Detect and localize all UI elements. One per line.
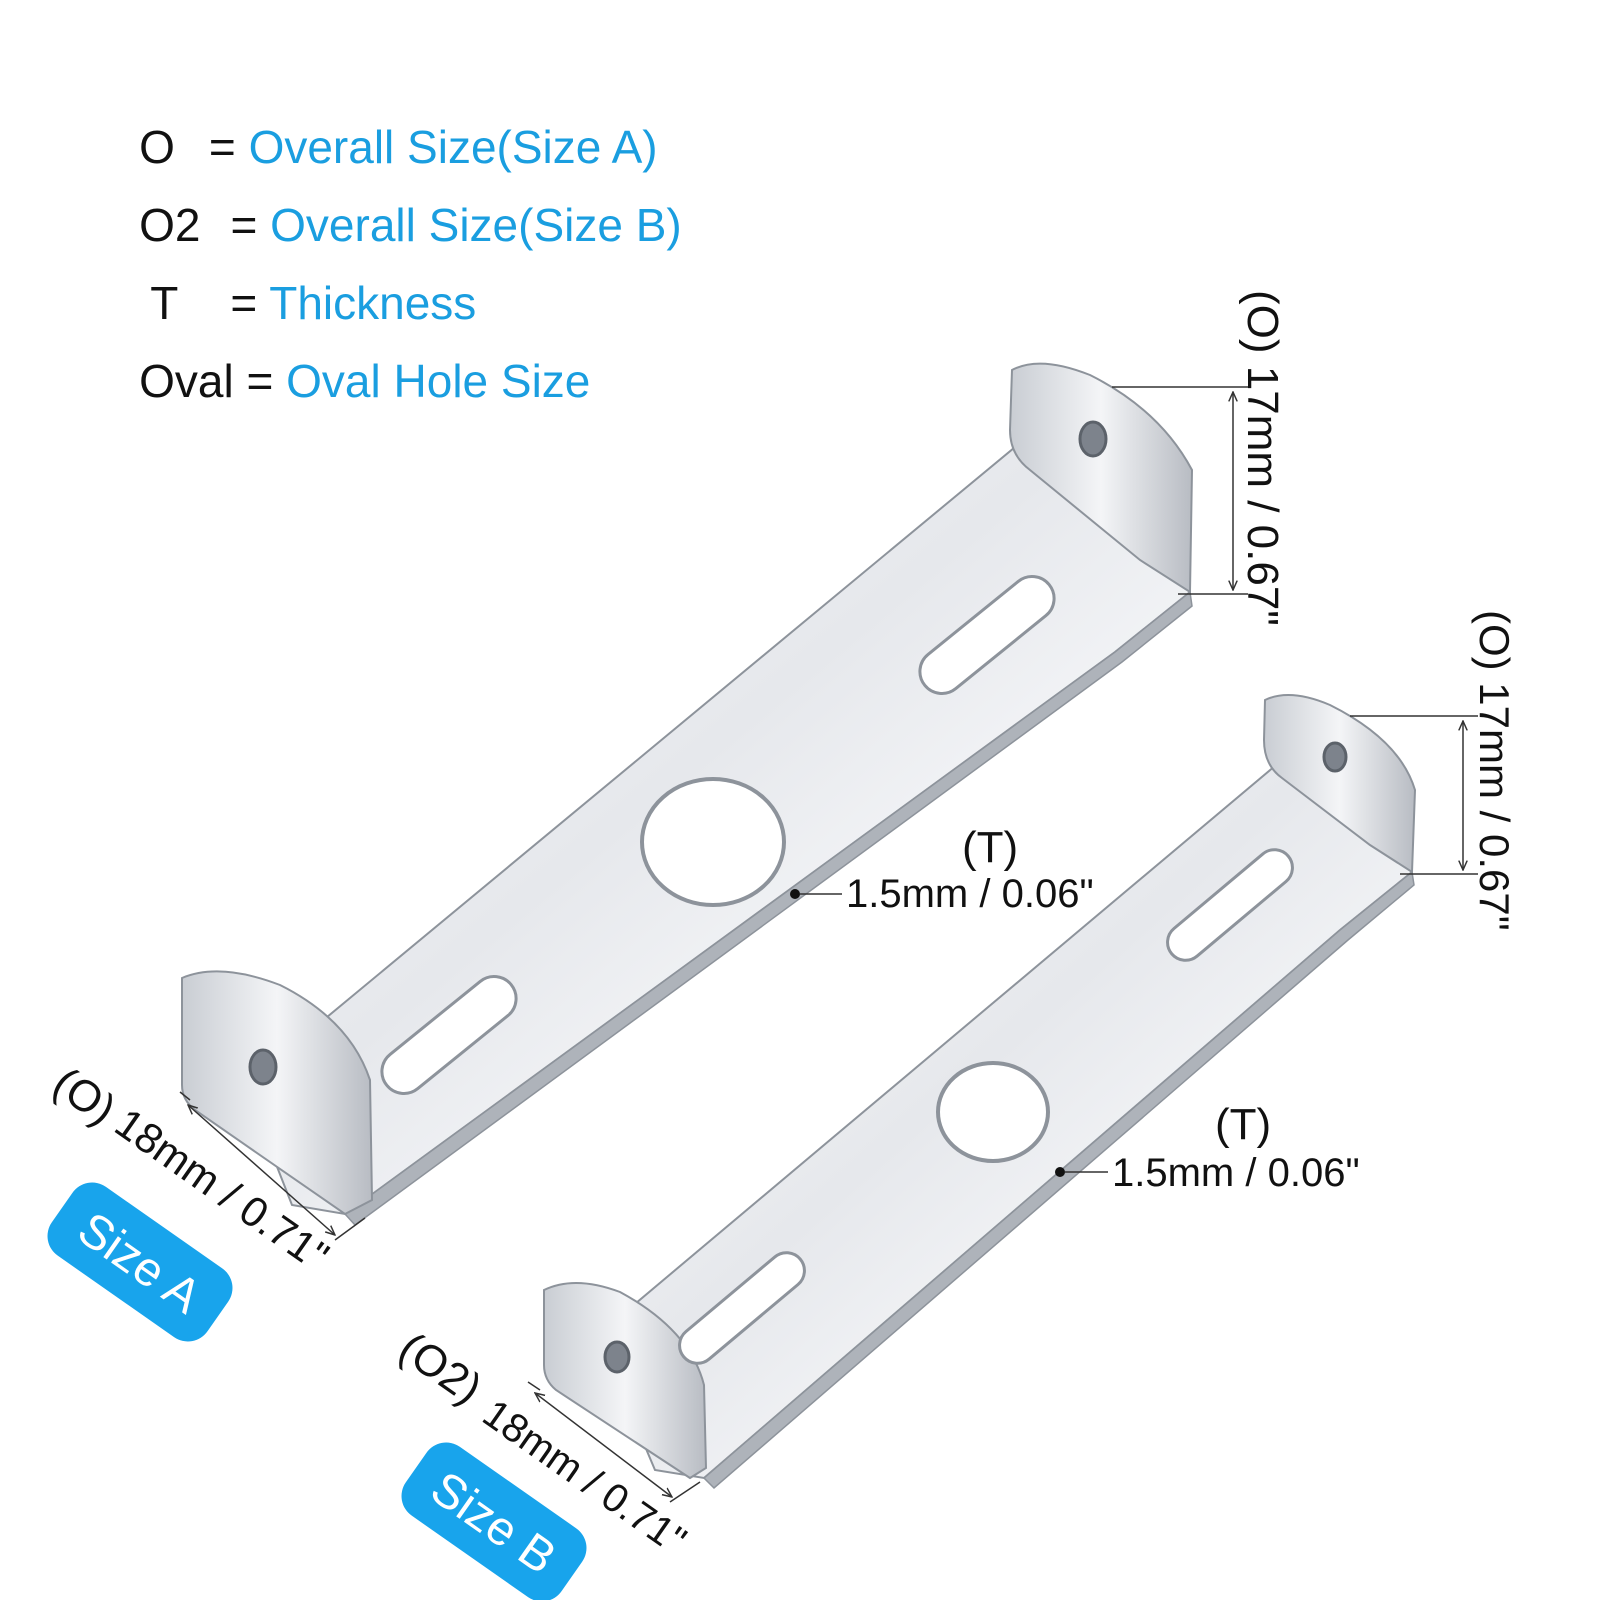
bracket-b-width-symbol: (O2) bbox=[390, 1323, 490, 1414]
bracket-b-thickness-value: 1.5mm / 0.06" bbox=[1112, 1151, 1360, 1195]
bracket-b-height-label: (O) 17mm / 0.67" bbox=[1471, 610, 1518, 931]
bracket-a-thickness-value: 1.5mm / 0.06" bbox=[846, 872, 1094, 916]
bracket-b-right-tab bbox=[1262, 694, 1417, 874]
legend-equals: = bbox=[230, 277, 258, 329]
size-a-badge: Size A bbox=[47, 1182, 233, 1342]
bracket-a-height-dimension: (O) 17mm / 0.67" bbox=[1112, 290, 1287, 626]
legend-symbol: Oval bbox=[139, 355, 234, 407]
legend-row-overall-b: O2 = Overall Size(Size B) bbox=[88, 144, 682, 306]
bracket-b-height-dimension: (O) 17mm / 0.67" bbox=[1350, 610, 1518, 931]
legend-symbol: O2 bbox=[139, 199, 201, 251]
legend-row-overall-a: O = Overall Size(Size A) bbox=[88, 66, 658, 228]
legend-description: Overall Size(Size B) bbox=[270, 199, 682, 251]
legend-equals: = bbox=[230, 199, 258, 251]
legend-description: Thickness bbox=[269, 277, 477, 329]
bracket-a-height-label: (O) 17mm / 0.67" bbox=[1238, 290, 1287, 626]
legend-description: Oval Hole Size bbox=[286, 355, 591, 407]
bracket-a-oval-hole bbox=[918, 574, 1056, 696]
bracket-b-oval-hole bbox=[1166, 848, 1294, 962]
bracket-b-screw-hole bbox=[603, 1340, 631, 1374]
bracket-a-center-hole bbox=[640, 777, 786, 907]
legend-symbol: T bbox=[150, 277, 179, 329]
bracket-a: (O) 17mm / 0.67" (T) 1.5mm / 0.06" (O) 1… bbox=[44, 290, 1287, 1342]
bracket-b-edge bbox=[702, 870, 1415, 1490]
legend-symbol: O bbox=[139, 121, 175, 173]
legend-row-thickness: T = Thickness bbox=[100, 222, 476, 384]
bracket-b-center-hole bbox=[936, 1061, 1050, 1163]
bracket-a-thickness-callout: (T) 1.5mm / 0.06" bbox=[790, 823, 1094, 916]
legend-equals: = bbox=[246, 355, 274, 407]
legend-equals: = bbox=[208, 121, 236, 173]
bracket-a-screw-hole bbox=[248, 1048, 278, 1086]
legend-description: Overall Size(Size A) bbox=[248, 121, 658, 173]
bracket-a-thickness-symbol: (T) bbox=[962, 823, 1018, 872]
bracket-a-oval-hole bbox=[380, 974, 518, 1096]
bracket-b-thickness-callout: (T) 1.5mm / 0.06" bbox=[1055, 1100, 1360, 1195]
bracket-a-right-tab bbox=[1008, 362, 1194, 594]
bracket-b-screw-hole bbox=[1322, 741, 1348, 773]
bracket-a-width-symbol: (O) bbox=[44, 1058, 124, 1135]
bracket-b: (O) 17mm / 0.67" (T) 1.5mm / 0.06" (O2) … bbox=[390, 610, 1518, 1600]
bracket-b-oval-hole bbox=[678, 1251, 806, 1365]
bracket-a-screw-hole bbox=[1078, 420, 1108, 458]
bracket-b-thickness-symbol: (T) bbox=[1215, 1100, 1271, 1149]
legend-row-oval-hole: Oval = Oval Hole Size bbox=[88, 300, 590, 462]
